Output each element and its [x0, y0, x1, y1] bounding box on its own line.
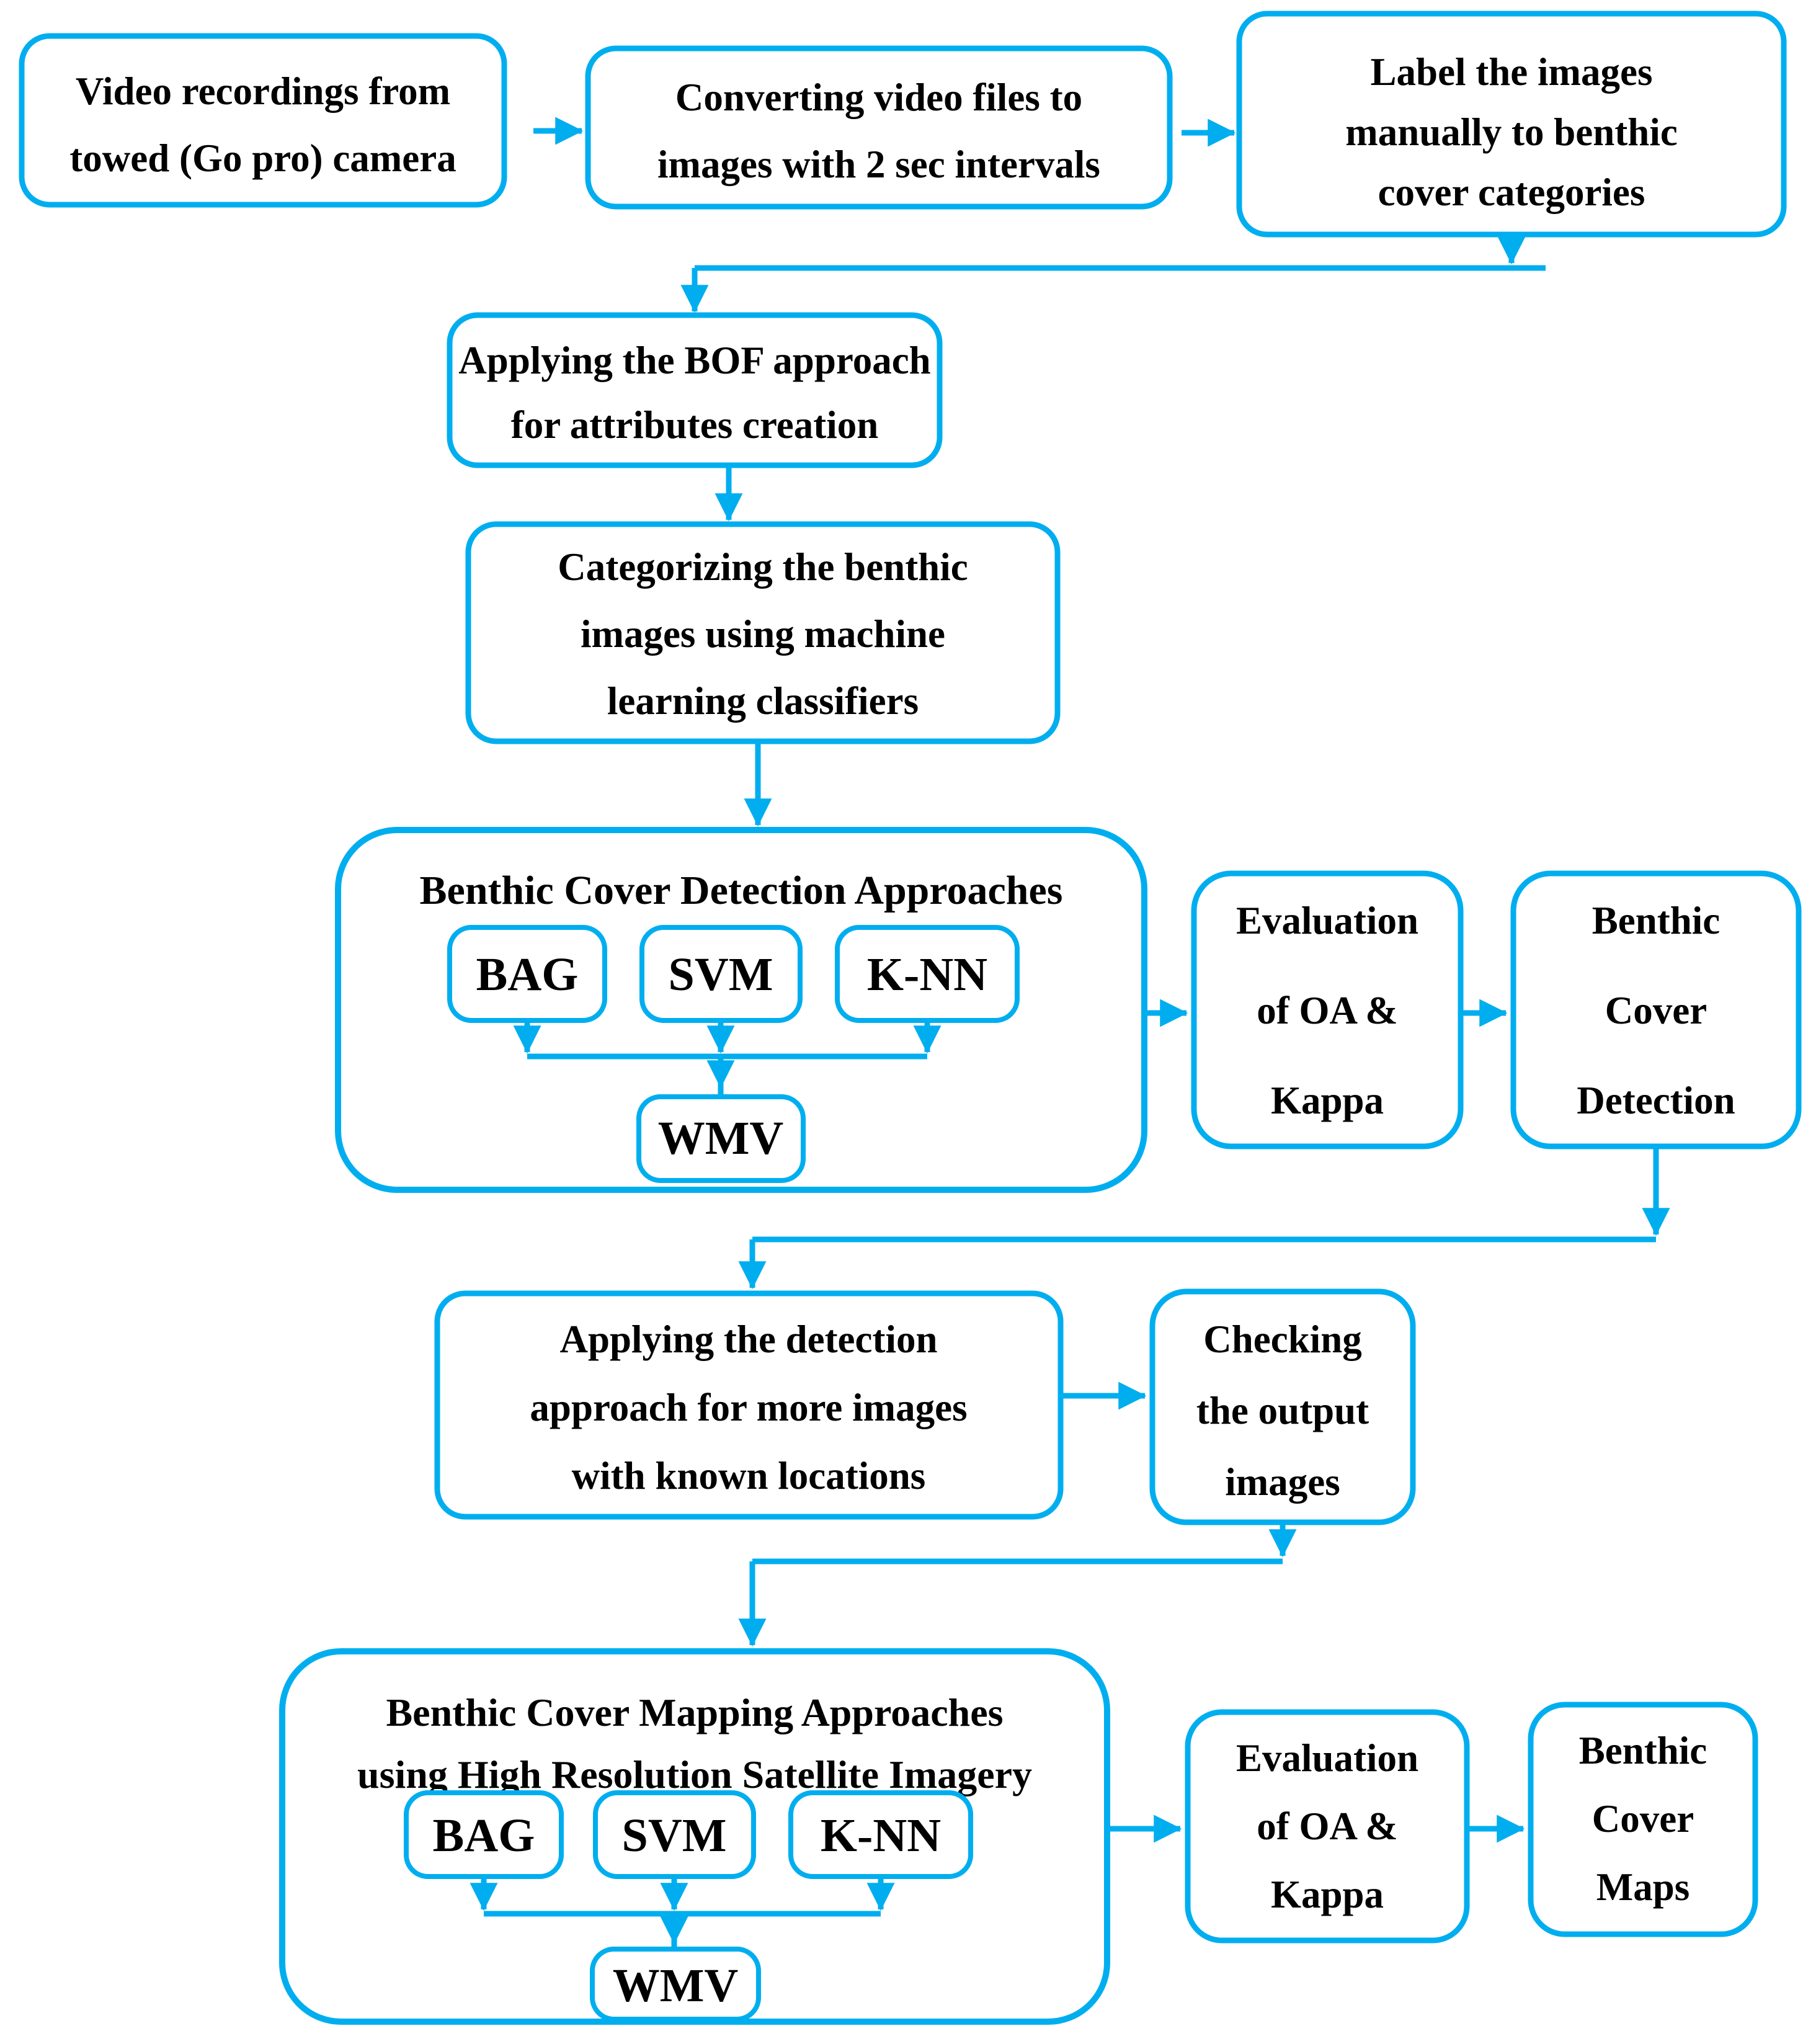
node-applying-detection — [434, 1290, 1064, 1520]
node-label-images-line3: cover categories — [1378, 171, 1645, 214]
node-evaluation-detection-line2: of OA & — [1257, 989, 1397, 1032]
node-benthic-cover-detection-line3: Detection — [1577, 1079, 1735, 1122]
node-bof-approach-line2: for attributes creation — [511, 403, 879, 447]
node-checking-output-line2: the output — [1196, 1389, 1369, 1432]
node-benthic-cover-maps-line3: Maps — [1596, 1865, 1690, 1909]
node-benthic-cover-maps — [1528, 1702, 1758, 1937]
node-categorizing-line1: Categorizing the benthic — [558, 545, 968, 589]
node-benthic-cover-detection-line2: Cover — [1605, 989, 1707, 1032]
group-mapping-title-line1: Benthic Cover Mapping Approaches — [386, 1690, 1003, 1734]
node-evaluation-mapping-line1: Evaluation — [1236, 1736, 1418, 1780]
group-detection-title: Benthic Cover Detection Approaches — [420, 868, 1063, 913]
node-categorizing-line2: images using machine — [581, 612, 945, 656]
group-mapping-title-line2: using High Resolution Satellite Imagery — [357, 1752, 1032, 1796]
node-knn-mapping-label: K-NN — [821, 1810, 941, 1862]
node-evaluation-mapping-line3: Kappa — [1271, 1873, 1384, 1916]
node-converting-video-line1: Converting video files to — [675, 76, 1082, 119]
node-wmv-mapping-label: WMV — [613, 1960, 739, 2012]
node-categorizing-line3: learning classifiers — [607, 679, 919, 723]
node-wmv-detection-label: WMV — [658, 1112, 784, 1164]
node-evaluation-mapping — [1185, 1709, 1470, 1944]
node-checking-output-line3: images — [1225, 1460, 1340, 1504]
node-label-images-line2: manually to benthic — [1345, 110, 1678, 154]
node-converting-video-line2: images with 2 sec intervals — [657, 143, 1100, 186]
node-bag-detection-label: BAG — [476, 948, 579, 1001]
node-applying-detection-line2: approach for more images — [530, 1386, 967, 1429]
node-bag-mapping-label: BAG — [433, 1810, 535, 1862]
node-benthic-cover-detection-line1: Benthic — [1592, 899, 1721, 942]
node-svm-detection-label: SVM — [669, 948, 773, 1001]
node-applying-detection-line3: with known locations — [572, 1454, 926, 1497]
node-video-recordings-line2: towed (Go pro) camera — [69, 136, 456, 180]
node-bof-approach-line1: Applying the BOF approach — [458, 339, 930, 382]
node-categorizing — [465, 521, 1061, 744]
node-benthic-cover-maps-line1: Benthic — [1579, 1729, 1707, 1772]
node-evaluation-detection — [1191, 870, 1464, 1149]
node-label-images-line1: Label the images — [1371, 50, 1653, 94]
node-converting-video — [585, 45, 1173, 210]
node-evaluation-mapping-line2: of OA & — [1257, 1805, 1397, 1848]
node-svm-mapping-label: SVM — [622, 1810, 727, 1862]
node-evaluation-detection-line1: Evaluation — [1236, 899, 1418, 942]
node-benthic-cover-maps-line2: Cover — [1592, 1797, 1694, 1841]
node-knn-detection-label: K-NN — [867, 948, 987, 1001]
node-video-recordings-line1: Video recordings from — [76, 69, 450, 113]
node-evaluation-detection-line3: Kappa — [1271, 1079, 1384, 1122]
node-wmv-detection — [636, 1094, 806, 1183]
node-wmv-mapping — [590, 1947, 761, 2022]
node-bof-approach — [447, 312, 943, 468]
node-video-recordings — [19, 33, 507, 208]
node-applying-detection-line1: Applying the detection — [559, 1318, 937, 1361]
node-checking-output-line1: Checking — [1203, 1318, 1362, 1361]
